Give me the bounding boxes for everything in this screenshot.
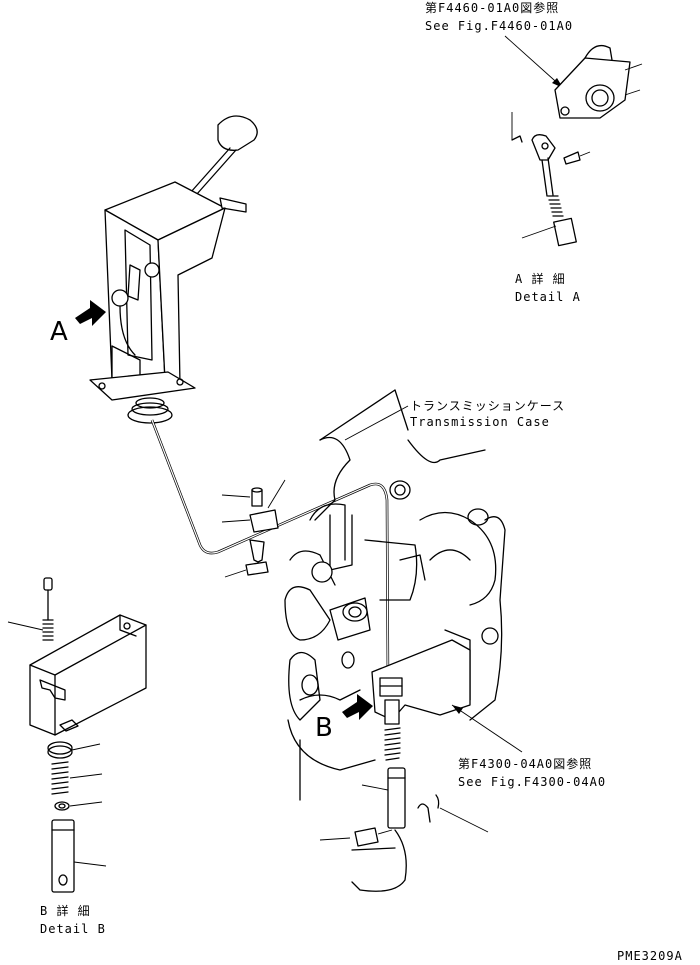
reference-mid-jp: 第F4300-04A0図参照 xyxy=(458,756,592,771)
lever-housing-drawing xyxy=(89,115,258,424)
detail-a-drawing xyxy=(511,44,643,247)
leader-transmission xyxy=(344,405,409,441)
transmission-case-drawing xyxy=(284,389,506,801)
transmission-label-jp: トランスミッションケース xyxy=(410,399,565,413)
detail-a-title-en: Detail A xyxy=(515,290,581,304)
transmission-label-en: Transmission Case xyxy=(410,415,550,429)
leader-ref-mid xyxy=(451,704,523,753)
marker-a: A xyxy=(50,317,68,347)
reference-top-jp: 第F4460-01A0図参照 xyxy=(425,0,559,15)
detail-b-title-jp: B 詳 細 xyxy=(40,903,91,918)
marker-b: B xyxy=(315,713,333,743)
cable-clamp-parts xyxy=(221,479,286,578)
detail-b-title-en: Detail B xyxy=(40,922,106,936)
marker-b-arrow xyxy=(342,694,373,720)
reference-top-en: See Fig.F4460-01A0 xyxy=(425,19,573,33)
leader-ref-top xyxy=(504,35,564,89)
drawing-number: PME3209A xyxy=(617,949,683,963)
detail-a-title-jp: A 詳 細 xyxy=(515,271,566,286)
detail-b-drawing xyxy=(7,577,147,893)
marker-a-arrow xyxy=(75,300,106,326)
reference-mid-en: See Fig.F4300-04A0 xyxy=(458,775,606,789)
lower-linkage-drawing xyxy=(319,727,489,892)
leader-ref-mid-arrow xyxy=(452,705,463,714)
control-cable xyxy=(150,419,390,691)
